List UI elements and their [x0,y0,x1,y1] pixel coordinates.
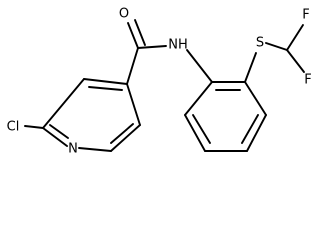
bond-sulfur-carbon [265,42,288,51]
bond-c4-carbonyl [126,47,139,85]
bond-b5-b6 [244,81,267,116]
ring-nitrogen-label: N [68,142,78,156]
bond-c5-c6-double [110,123,134,144]
bond-n1-c2 [42,127,68,147]
sulfur-label: S [256,36,264,51]
bond-c6-n1 [78,147,112,152]
bond-n1-c2-double [49,124,69,139]
bond-b1-b2 [184,81,213,116]
bond-ring-sulfur [244,52,257,83]
bond-b4-b5 [246,114,267,152]
bond-carbon-fluorine-top [286,24,304,51]
bond-c2-chlorine [24,125,44,129]
bond-b2-b3 [184,114,206,152]
bond-carbonyl-oxygen [127,22,139,49]
bond-c3-c4 [83,78,128,85]
amide-group [126,19,213,85]
pyridine-ring [42,78,141,152]
benzene-ring [184,81,267,152]
bond-carbon-fluorine-bottom [286,49,305,73]
bond-nitrogen-phenyl [186,49,213,83]
chlorine-label: Cl [7,120,20,135]
chemical-structure-diagram: Cl N O NH S F F [7,7,312,156]
carbonyl-oxygen-label: O [119,7,129,22]
bond-carbonyl-oxygen-double [134,19,146,46]
difluoromethylthio-group [244,24,305,83]
bond-c2-c3 [42,78,85,129]
bond-c3-c4-double [88,86,123,91]
bond-c4-c5 [126,83,141,126]
bond-carbonyl-nitrogen [137,45,167,49]
bond-c5-c6 [110,124,141,152]
bond-b2-b3-double [192,114,211,144]
fluorine-top-label: F [302,8,309,23]
fluorine-bottom-label: F [304,73,311,88]
amide-nitrogen-label: NH [168,38,188,53]
bond-b4-b5-double [241,114,259,144]
